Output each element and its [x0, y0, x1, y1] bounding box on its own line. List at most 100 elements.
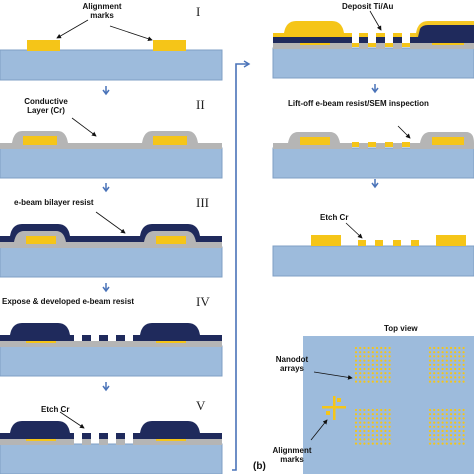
nanodot — [388, 413, 391, 416]
nanodot — [359, 417, 362, 420]
nanodot — [449, 413, 453, 416]
alignment-mark-left — [27, 40, 60, 51]
nanodot — [454, 442, 457, 445]
nanodot — [449, 376, 453, 379]
nanodot — [454, 417, 457, 420]
nanodot — [354, 429, 358, 433]
nanodot — [375, 417, 379, 420]
nanodot — [449, 421, 453, 424]
nanodot — [428, 417, 432, 420]
nanodot — [367, 421, 370, 424]
chrome-segment — [82, 439, 91, 445]
nanodot — [371, 413, 374, 416]
nanodot — [454, 346, 457, 350]
nanodot — [458, 434, 461, 437]
nanodot — [359, 367, 362, 371]
nanodot — [354, 442, 358, 445]
nanodot — [363, 438, 366, 441]
nanodot — [388, 346, 391, 350]
nanodot — [359, 355, 362, 358]
resist-segment — [393, 37, 402, 43]
nanodot — [375, 408, 379, 412]
nanodot — [363, 408, 366, 412]
nanodot — [428, 363, 432, 366]
nanodot — [462, 363, 465, 366]
nanodot — [441, 346, 444, 350]
nanodot — [384, 442, 387, 445]
down-arrow-icon — [102, 382, 110, 392]
nanodot — [380, 376, 383, 379]
resist-segment — [82, 433, 91, 439]
connector-arrowhead-icon — [243, 60, 251, 68]
nanodot — [380, 363, 383, 366]
step-numeral-3: III — [196, 195, 209, 210]
nanodot — [375, 376, 379, 379]
nanodot — [367, 380, 370, 383]
step-numeral-4: IV — [196, 294, 210, 309]
nanodot — [433, 417, 436, 420]
nanodot — [437, 372, 440, 375]
nanodot — [363, 355, 366, 358]
nanodot — [354, 380, 358, 383]
nanodot — [384, 359, 387, 362]
nanodot — [367, 359, 370, 362]
nanodot — [445, 413, 448, 416]
nanodot — [454, 408, 457, 412]
gold-deposit-left — [273, 21, 352, 37]
nanodot — [359, 421, 362, 424]
nanodot — [359, 438, 362, 441]
nanodot — [441, 434, 444, 437]
nanodot — [458, 376, 461, 379]
chrome-segment — [359, 43, 368, 49]
nanodot — [462, 438, 465, 441]
nanodot — [384, 408, 387, 412]
nanodot — [367, 438, 370, 441]
nanodot — [433, 359, 436, 362]
gold-dot — [385, 43, 393, 47]
nanodot — [384, 376, 387, 379]
label-conductive-layer: Conductive Layer (Cr) — [24, 97, 68, 115]
nanodot — [380, 372, 383, 375]
down-arrow-icon — [102, 86, 110, 96]
nanodot — [437, 421, 440, 424]
top-view-title: Top view — [384, 324, 418, 333]
nanodot — [428, 434, 432, 437]
nanodot — [437, 417, 440, 420]
gold-dot — [358, 240, 366, 246]
resist-right-cap — [418, 25, 474, 37]
nanodot — [375, 413, 379, 416]
nanodot — [354, 413, 358, 416]
resist-segment — [99, 335, 108, 341]
down-arrow-icon — [102, 183, 110, 193]
nanodot — [371, 380, 374, 383]
nanodot — [375, 438, 379, 441]
resist-segment — [82, 335, 91, 341]
step-2-cross-section — [0, 117, 223, 179]
nanodot — [380, 434, 383, 437]
nanodot — [354, 363, 358, 366]
nanodot — [367, 425, 370, 428]
nanodot — [384, 434, 387, 437]
nanodot — [441, 442, 444, 445]
nanodot — [371, 438, 374, 441]
nanodot — [454, 355, 457, 358]
step-numeral-5: V — [196, 398, 206, 413]
nanodot — [363, 376, 366, 379]
nanodot — [454, 363, 457, 366]
nanodot — [388, 438, 391, 441]
nanodot — [371, 442, 374, 445]
nanodot — [363, 429, 366, 433]
chrome-segment — [116, 439, 125, 445]
nanodot — [388, 367, 391, 371]
nanodot — [437, 351, 440, 354]
nanodot — [375, 367, 379, 371]
nanodot — [428, 442, 432, 445]
nanodot — [433, 346, 436, 350]
nanodot — [380, 380, 383, 383]
chrome-segment — [359, 143, 368, 149]
nanodot — [433, 421, 436, 424]
gold-dot — [402, 43, 410, 47]
nanodot — [437, 380, 440, 383]
nanodot — [437, 359, 440, 362]
